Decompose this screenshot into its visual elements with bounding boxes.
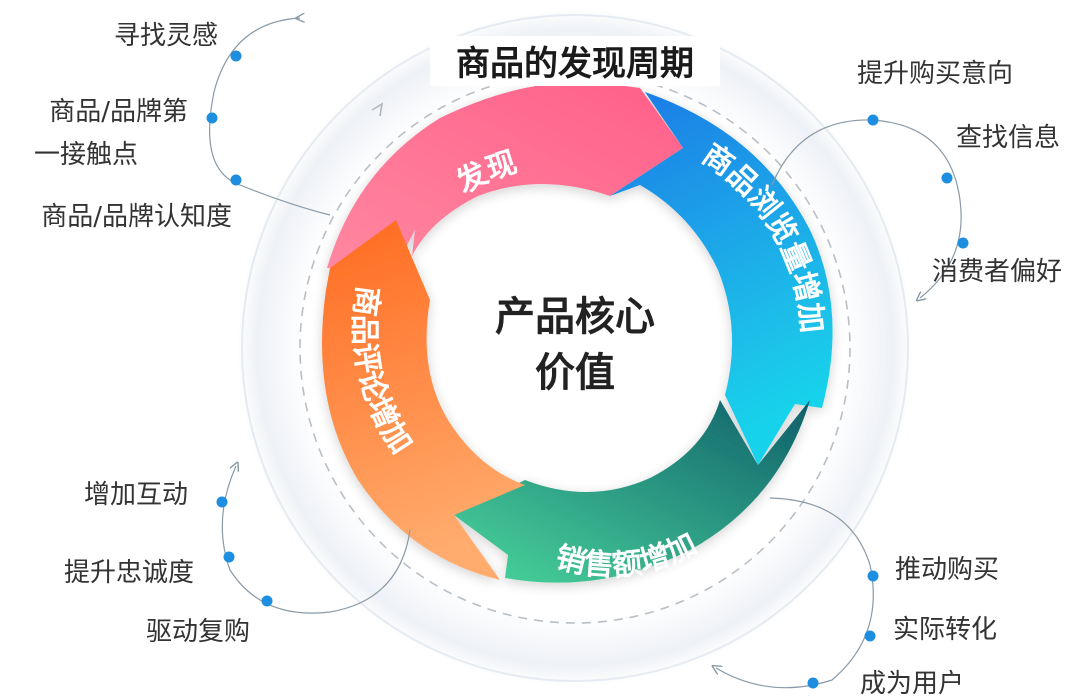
bullet-dot (957, 237, 969, 249)
diagram-title: 商品的发现周期 (456, 44, 694, 84)
annotation-find-inspiration: 寻找灵感 (114, 21, 218, 51)
bullet-dot (941, 172, 953, 184)
segment-review (322, 220, 525, 580)
outer-halo-ring (241, 14, 909, 682)
title-backdrop (430, 36, 720, 86)
bullet-dot (230, 174, 242, 186)
dashed-guide-ring (299, 72, 851, 624)
annotation-increase-interaction: 增加互动 (84, 480, 188, 510)
segment-browse (610, 92, 833, 465)
ring-arrow-icon (371, 102, 384, 117)
connector-top-left (208, 18, 331, 216)
core-value-line1: 产品核心 (495, 294, 655, 340)
annotation-conversion: 实际转化 (893, 615, 997, 645)
bullet-dot (216, 496, 228, 508)
bullet-dot (223, 551, 235, 563)
annotation-first-touchpoint-2: 一接触点 (34, 140, 138, 170)
connector-bottom-left (221, 466, 411, 614)
annotation-repurchase: 驱动复购 (146, 617, 250, 647)
annotation-become-user: 成为用户 (860, 669, 964, 697)
annotation-purchase-intent: 提升购买意向 (857, 59, 1013, 89)
core-value-line2: 价值 (535, 350, 615, 396)
annotation-first-touchpoint-1: 商品/品牌第 (49, 97, 188, 127)
bullet-dot (230, 50, 242, 62)
annotation-drive-purchase: 推动购买 (895, 555, 999, 585)
annotation-loyalty: 提升忠诚度 (64, 558, 194, 588)
segment-discover (327, 82, 683, 268)
segment-sales (454, 400, 810, 583)
connector-top-right (771, 119, 962, 298)
connector-bottom-right (716, 497, 874, 689)
bullet-dot (206, 112, 218, 124)
bullet-dot (807, 677, 819, 689)
annotation-brand-awareness: 商品/品牌认知度 (41, 202, 232, 232)
bullet-dot (261, 595, 273, 607)
bullet-dot (867, 114, 879, 126)
annotation-consumer-preference: 消费者偏好 (932, 257, 1062, 287)
bullet-dot (864, 630, 876, 642)
core-disk (425, 185, 725, 485)
annotation-search-info: 查找信息 (956, 123, 1060, 153)
bullet-dot (867, 570, 879, 582)
